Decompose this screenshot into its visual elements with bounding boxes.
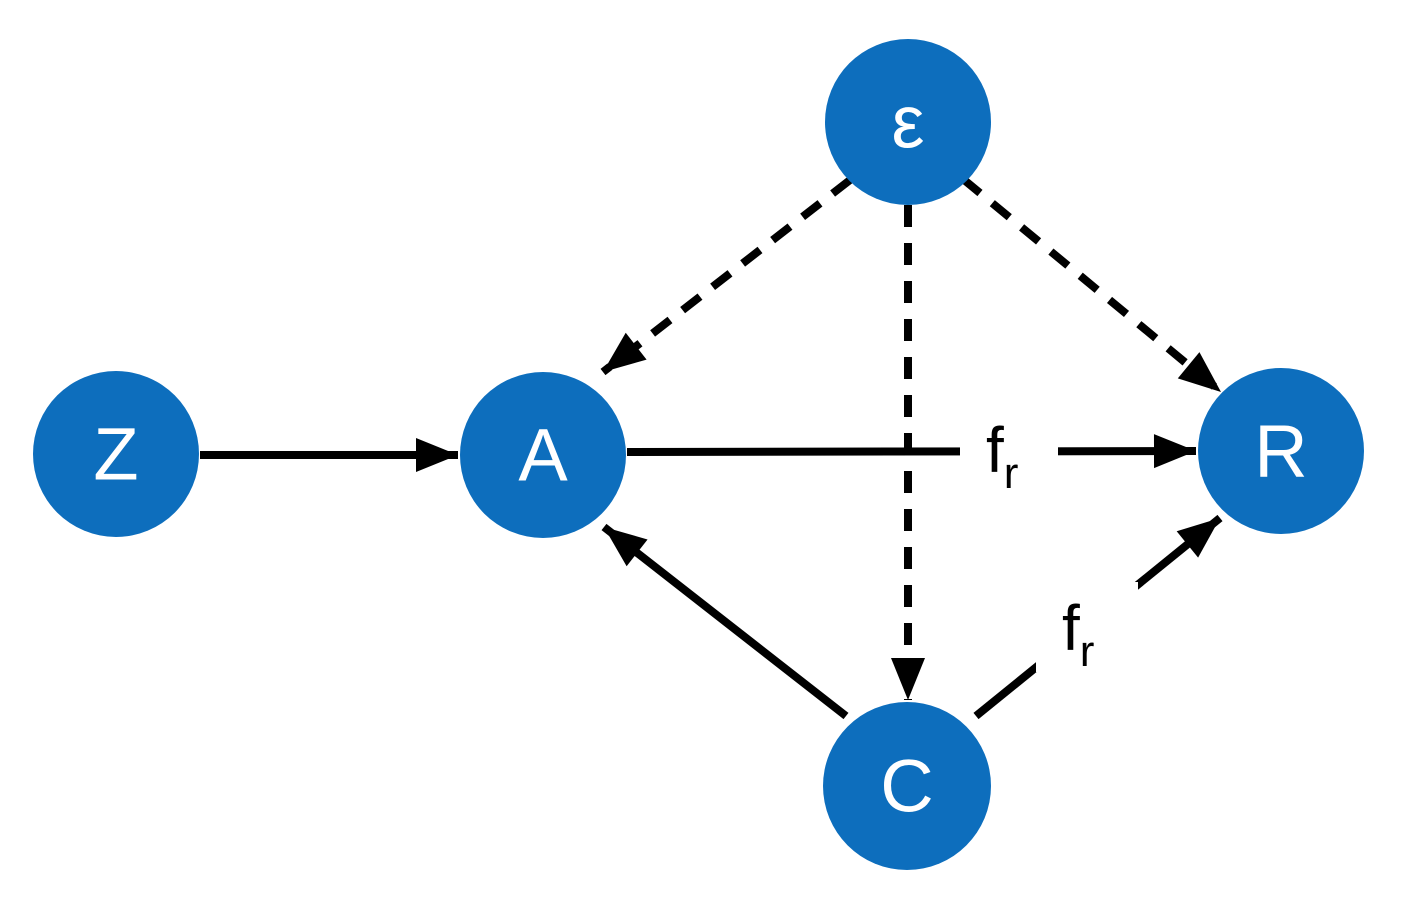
edge-epsilon-to-R-arrow <box>960 175 1224 396</box>
edge-C-to-R-label: fr <box>1062 592 1094 676</box>
node-epsilon-label: ε <box>892 81 925 164</box>
edge-label-subscript: r <box>1080 627 1095 676</box>
node-Z-label: Z <box>93 413 138 496</box>
node-Z-circle <box>33 371 199 537</box>
edge-A-to-R-label: fr <box>986 414 1018 498</box>
edge-label-subscript: r <box>1004 449 1019 498</box>
node-R: R <box>1198 368 1364 534</box>
edge-C-to-R-label-gap <box>1036 582 1138 672</box>
edge-label-base: f <box>1062 592 1080 664</box>
edge-epsilon-to-A-arrow <box>600 176 853 376</box>
edge-A-to-R-label-gap <box>960 406 1058 492</box>
node-epsilon-circle <box>825 39 991 205</box>
node-C-circle <box>823 702 991 870</box>
node-R-label: R <box>1254 410 1307 493</box>
edge-C-to-A-arrow <box>601 523 849 720</box>
node-C: C <box>823 702 991 870</box>
node-C-label: C <box>880 745 933 828</box>
node-A-circle <box>460 372 626 538</box>
node-R-circle <box>1198 368 1364 534</box>
node-A: A <box>460 372 626 538</box>
node-Z: Z <box>33 371 199 537</box>
edge-label-base: f <box>986 414 1004 486</box>
node-epsilon: ε <box>825 39 991 205</box>
node-A-label: A <box>518 414 568 497</box>
